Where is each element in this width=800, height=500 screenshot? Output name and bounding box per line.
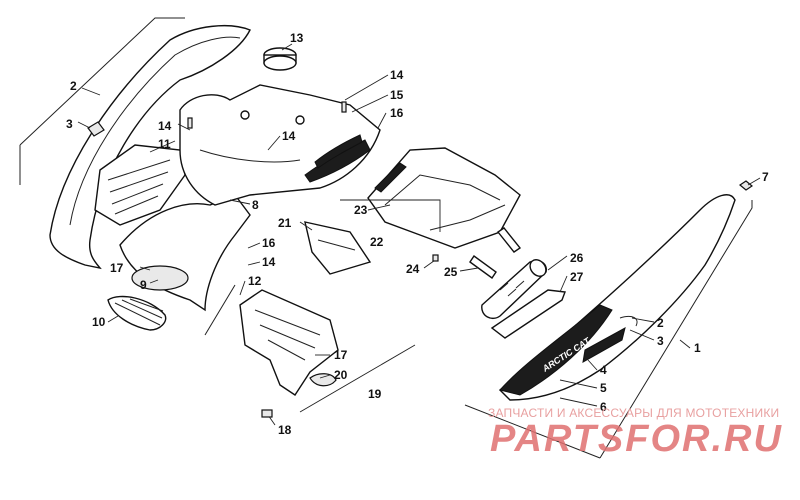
callout-8: 8 — [252, 198, 259, 212]
cylinder-26 — [481, 259, 547, 320]
callout-labels: 2 3 11 14 13 14 15 16 14 8 23 21 22 16 1… — [66, 31, 769, 437]
callout-6: 6 — [600, 400, 607, 414]
callout-15: 15 — [390, 88, 404, 102]
callout-27: 27 — [570, 270, 584, 284]
lower-bracket-12 — [204, 284, 339, 396]
callout-7: 7 — [762, 170, 769, 184]
callout-9: 9 — [140, 278, 147, 292]
callout-19: 19 — [368, 387, 382, 401]
air-duct-11 — [94, 144, 186, 226]
gauge-cup-13 — [263, 47, 297, 71]
tray-27 — [490, 289, 566, 339]
callout-14-b: 14 — [390, 68, 404, 82]
callout-16-b: 16 — [262, 236, 276, 250]
belly-pan-23 — [367, 147, 521, 249]
screen-21 — [304, 221, 372, 275]
callout-17-a: 17 — [110, 261, 124, 275]
callout-11: 11 — [158, 137, 171, 151]
left-side-panel — [19, 17, 251, 270]
watermark-subtitle: ЗАПЧАСТИ И АКСЕССУАРЫ ДЛЯ МОТОТЕХНИКИ — [488, 406, 780, 420]
callout-17-b: 17 — [334, 348, 348, 362]
callout-3-left: 3 — [66, 117, 73, 131]
callout-22: 22 — [370, 235, 384, 249]
callout-3-right: 3 — [657, 334, 664, 348]
brackets-25 — [469, 227, 522, 279]
watermark-site: PARTSFOR.RU — [490, 418, 783, 460]
callout-26: 26 — [570, 251, 584, 265]
callout-10: 10 — [92, 315, 106, 329]
callout-14-c: 14 — [282, 129, 296, 143]
callout-24: 24 — [406, 262, 420, 276]
callout-12: 12 — [248, 274, 262, 288]
callout-16-a: 16 — [390, 106, 404, 120]
callout-4: 4 — [600, 363, 607, 377]
leader-lines — [77, 43, 761, 426]
callout-18: 18 — [278, 423, 292, 437]
callout-20: 20 — [334, 368, 348, 382]
callout-1: 1 — [694, 341, 701, 355]
callout-14-d: 14 — [262, 255, 276, 269]
callout-5: 5 — [600, 381, 607, 395]
nose-pan — [107, 84, 381, 331]
callout-14-a: 14 — [158, 119, 172, 133]
callout-2-left: 2 — [70, 79, 77, 93]
callout-13: 13 — [290, 31, 304, 45]
callout-25: 25 — [444, 265, 458, 279]
right-side-panel: ARCTIC CAT — [464, 180, 754, 459]
callout-21: 21 — [278, 216, 292, 230]
hardware-fasteners — [187, 101, 439, 418]
callout-2-right: 2 — [657, 316, 664, 330]
callout-23: 23 — [354, 203, 368, 217]
